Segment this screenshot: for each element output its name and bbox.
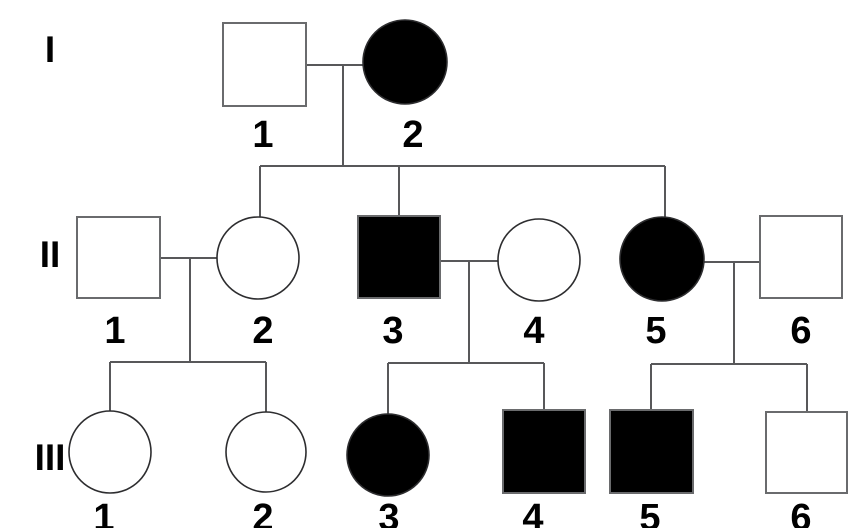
individual-II-1: 1 [76, 216, 161, 352]
individual-number: 2 [252, 310, 273, 352]
individual-I-2: 2 [362, 19, 448, 156]
individual-number: 6 [790, 497, 811, 528]
individual-number: 4 [522, 497, 543, 528]
individual-number: 4 [523, 310, 544, 352]
individual-II-5: 5 [619, 216, 705, 352]
individual-II-3: 3 [357, 215, 441, 352]
family-lines-couple-II-3-4 [387, 260, 545, 415]
individual-number: 5 [645, 310, 666, 352]
individual-number: 1 [93, 497, 114, 528]
generation-label-III: III [35, 437, 66, 478]
affected-male-square [609, 409, 694, 494]
individual-number: 1 [252, 114, 273, 156]
individual-number: 3 [382, 310, 403, 352]
unaffected-male-square [76, 216, 161, 299]
family-lines-generation-I [259, 64, 666, 219]
affected-male-square [357, 215, 441, 299]
individual-number: 3 [378, 497, 399, 528]
individual-III-2: 2 [225, 411, 307, 528]
unaffected-female-circle [68, 410, 152, 494]
individual-number: 5 [639, 497, 660, 528]
individual-II-2: 2 [216, 216, 300, 352]
unaffected-female-circle [216, 216, 300, 300]
individual-II-6: 6 [759, 215, 843, 352]
family-lines-couple-II-5-6 [650, 261, 808, 413]
unaffected-male-square [765, 411, 848, 494]
unaffected-male-square [759, 215, 843, 299]
individual-number: 2 [252, 497, 273, 528]
affected-male-square [502, 409, 586, 494]
individual-number: 1 [104, 310, 125, 352]
affected-female-circle [346, 413, 430, 497]
individual-III-1: 1 [68, 410, 152, 528]
individual-III-3: 3 [346, 413, 430, 528]
individual-II-4: 4 [497, 218, 581, 352]
unaffected-female-circle [497, 218, 581, 302]
generation-label-I: I [45, 29, 55, 70]
individual-I-1: 1 [222, 22, 307, 156]
unaffected-male-square [222, 22, 307, 107]
generation-label-II: II [40, 234, 61, 275]
individual-number: 6 [790, 310, 811, 352]
affected-female-circle [619, 216, 705, 302]
individual-III-5: 5 [609, 409, 694, 528]
individual-number: 2 [402, 114, 423, 156]
affected-female-circle [362, 19, 448, 105]
unaffected-female-circle [225, 411, 307, 493]
individual-III-6: 6 [765, 411, 848, 528]
individual-III-4: 4 [502, 409, 586, 528]
family-lines-couple-II-1-2 [109, 257, 267, 412]
